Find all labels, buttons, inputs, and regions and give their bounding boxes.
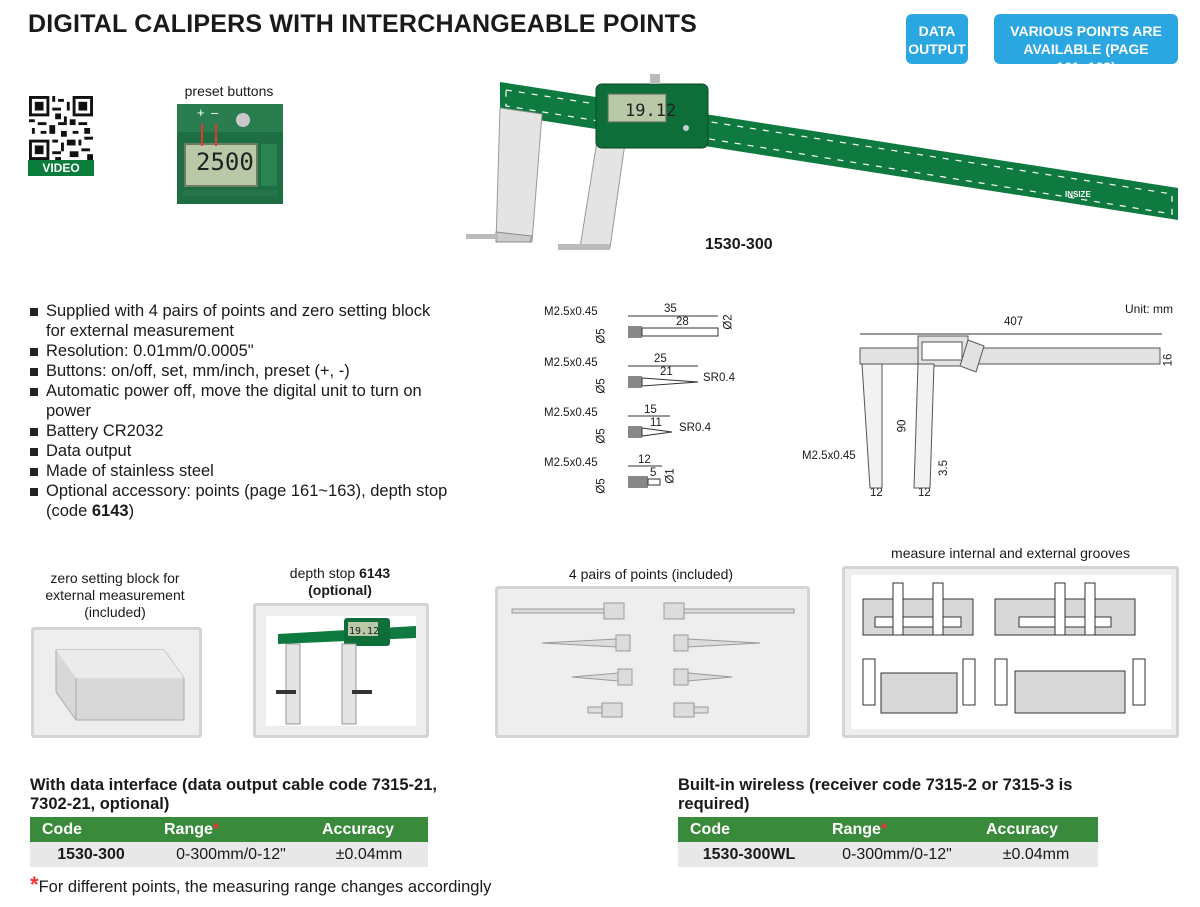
accuracy-cell: ±0.04mm [974, 842, 1098, 867]
brand-logo: INSIZE [1065, 190, 1091, 199]
wireless-table: Code Range* Accuracy 1530-300WL 0-300mm/… [678, 817, 1098, 867]
caliper-dimension-drawing: Unit: mm 407 16 90 3.5 M2.5x0.45 12 12 [800, 298, 1185, 508]
asterisk-mark: * [212, 820, 220, 838]
qr-code-icon[interactable] [28, 96, 94, 160]
length-label: 25 [654, 353, 667, 365]
grooves-caption: measure internal and external grooves [891, 545, 1130, 561]
table-row: 1530-300WL 0-300mm/0-12" ±0.04mm [678, 842, 1098, 867]
grooves-diagram [842, 566, 1179, 738]
length-label: 5 [650, 467, 657, 479]
feature-item: Supplied with 4 pairs of points and zero… [30, 301, 450, 341]
preset-buttons-caption: preset buttons [184, 83, 274, 99]
model-number: 1530-300 [705, 236, 773, 253]
points-dimension-drawing: M2.5x0.45 35 28 Ø2 Ø5 M2.5x0.45 25 21 SR… [540, 298, 760, 508]
thread-label: M2.5x0.45 [544, 407, 598, 419]
length-label: 15 [644, 404, 657, 416]
column-header-range: Range* [152, 817, 310, 842]
width-dimension: 12 [918, 487, 931, 499]
depth-stop-display-value: 19.12 [349, 626, 380, 637]
preset-buttons-photo [177, 104, 283, 204]
depth-stop-photo [253, 603, 429, 738]
length-label: 12 [638, 454, 651, 466]
diameter-label: Ø5 [595, 378, 608, 394]
accuracy-cell: ±0.04mm [310, 842, 428, 867]
thread-label: M2.5x0.45 [544, 306, 598, 318]
data-interface-table: Code Range* Accuracy 1530-300 0-300mm/0-… [30, 817, 428, 867]
feature-list: Supplied with 4 pairs of points and zero… [30, 301, 450, 521]
column-header-code: Code [30, 817, 152, 842]
unit-label: Unit: mm [1125, 302, 1173, 316]
caliper-product-photo [466, 74, 1178, 250]
length-label: 11 [650, 417, 662, 429]
thread-label: M2.5x0.45 [544, 457, 598, 469]
diameter-label: Ø5 [595, 428, 608, 444]
tip-label: SR0.4 [679, 422, 711, 434]
feature-item: Resolution: 0.01mm/0.0005" [30, 341, 450, 361]
diameter-label: Ø5 [595, 328, 608, 344]
column-header-code: Code [678, 817, 820, 842]
footnote: *For different points, the measuring ran… [30, 872, 492, 897]
tip-label: Ø2 [722, 314, 735, 330]
code-cell: 1530-300 [30, 842, 152, 867]
preset-minus-label: – [211, 105, 219, 120]
points-available-badge: VARIOUS POINTS ARE AVAILABLE (PAGE 161~1… [994, 14, 1178, 75]
points-pairs-caption: 4 pairs of points (included) [568, 566, 734, 582]
points-pairs-photo [495, 586, 810, 738]
tip-label: SR0.4 [703, 372, 735, 384]
preset-display-value: 2500 [196, 148, 254, 176]
depth-stop-code: 6143 [91, 502, 129, 520]
thread-label: M2.5x0.45 [802, 450, 856, 462]
column-header-accuracy: Accuracy [974, 817, 1098, 842]
code-cell: 1530-300WL [678, 842, 820, 867]
length-label: 21 [660, 366, 673, 378]
diameter-label: Ø5 [595, 478, 608, 494]
length-dimension: 407 [1004, 316, 1024, 328]
preset-plus-label: + [197, 105, 205, 120]
depth-stop-caption: depth stop 6143(optional) [289, 565, 391, 598]
width-dimension: 12 [870, 487, 883, 499]
feature-item: Data output [30, 441, 450, 461]
asterisk-mark: * [880, 820, 888, 838]
feature-item: Buttons: on/off, set, mm/inch, preset (+… [30, 361, 450, 381]
asterisk-mark: * [30, 872, 39, 897]
zero-block-photo [31, 627, 202, 738]
data-interface-heading: With data interface (data output cable c… [30, 776, 437, 813]
thread-label: M2.5x0.45 [544, 357, 598, 369]
feature-item: Automatic power off, move the digital un… [30, 381, 450, 421]
table-row: 1530-300 0-300mm/0-12" ±0.04mm [30, 842, 428, 867]
range-cell: 0-300mm/0-12" [152, 842, 310, 867]
page-title: DIGITAL CALIPERS WITH INTERCHANGEABLE PO… [28, 10, 697, 38]
wireless-heading: Built-in wireless (receiver code 7315-2 … [678, 776, 1073, 813]
length-label: 35 [664, 303, 677, 315]
zero-block-caption: zero setting block for external measurem… [45, 570, 185, 620]
caliper-display-value: 19.12 [625, 101, 677, 121]
range-cell: 0-300mm/0-12" [820, 842, 974, 867]
column-header-accuracy: Accuracy [310, 817, 428, 842]
feature-item: Battery CR2032 [30, 421, 450, 441]
data-output-badge: DATA OUTPUT [906, 14, 968, 64]
feature-item: Made of stainless steel [30, 461, 450, 481]
length-label: 28 [676, 316, 689, 328]
video-label[interactable]: VIDEO [28, 160, 94, 176]
column-header-range: Range* [820, 817, 974, 842]
feature-item-optional: Optional accessory: points (page 161~163… [30, 481, 450, 521]
